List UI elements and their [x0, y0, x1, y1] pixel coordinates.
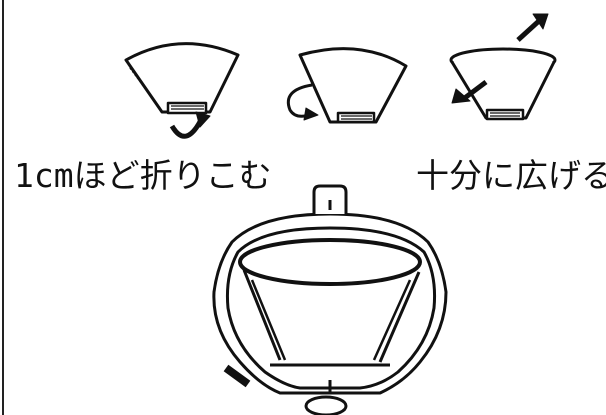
caption-fold: 1cmほど折りこむ: [14, 156, 272, 195]
filter-fold-bottom-icon: [124, 42, 240, 139]
coffee-dripper-with-filter-icon: [212, 184, 448, 415]
filter-fold-side-icon: [286, 47, 408, 124]
filter-spread-icon: [449, 13, 557, 121]
frame-border: [2, 0, 4, 415]
caption-spread: 十分に広げる: [416, 156, 606, 195]
